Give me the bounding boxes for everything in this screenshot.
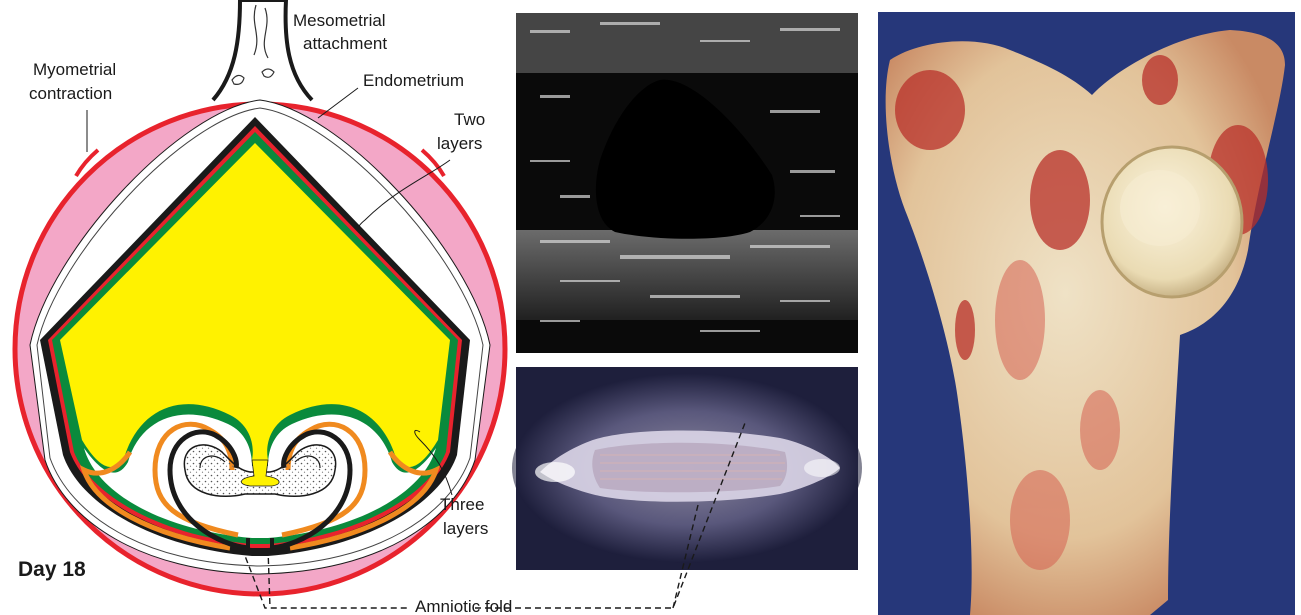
leader-endometrium <box>318 88 358 118</box>
label-two-layers-line1: Two <box>454 110 485 129</box>
label-mesometrial-line1: Mesometrial <box>293 11 386 30</box>
label-three-layers-line2: layers <box>443 519 488 538</box>
label-three-layers-line1: Three <box>440 495 484 514</box>
label-day: Day 18 <box>18 558 86 581</box>
schematic-diagram: Mesometrial attachment Myometrial contra… <box>15 0 505 594</box>
ultrasound-image <box>516 13 858 353</box>
label-myometrial-line2: contraction <box>29 84 112 103</box>
label-mesometrial-line2: attachment <box>303 34 387 53</box>
label-myometrial-line1: Myometrial <box>33 60 116 79</box>
conceptus-band <box>592 443 787 493</box>
label-amniotic-fold: Amniotic fold <box>415 597 512 615</box>
label-two-layers-line2: layers <box>437 134 482 153</box>
conceptus-photograph <box>512 367 862 570</box>
label-endometrium: Endometrium <box>363 71 464 90</box>
opened-uterus-photograph <box>878 12 1295 615</box>
